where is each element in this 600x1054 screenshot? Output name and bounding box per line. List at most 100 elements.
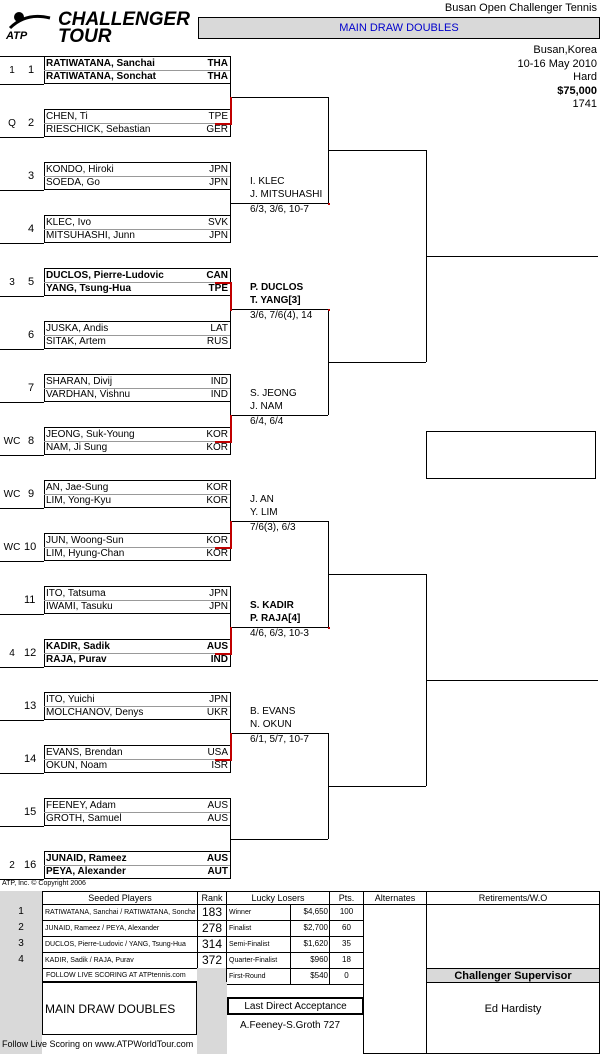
last-direct-box: Last Direct Acceptance	[227, 997, 364, 1015]
draw-position: 6	[28, 329, 35, 341]
logo-atp: ATP	[6, 30, 28, 42]
player-name: DUCLOS, Pierre-Ludovic	[46, 270, 164, 281]
seeded-names: KADIR, Sadik / RAJA, Purav	[45, 957, 134, 964]
player-country: AUS	[206, 853, 228, 864]
player-name: IWAMI, Tasuku	[46, 601, 113, 612]
prize-round: Semi-Finalist	[229, 941, 270, 948]
tournament-name: Busan Open Challenger Tennis	[444, 2, 597, 14]
draw-position: 14	[24, 753, 37, 765]
player-name: RATIWATANA, Sonchat	[46, 71, 156, 82]
entry-divider	[44, 600, 230, 601]
row-separator	[0, 402, 44, 403]
player-country: KOR	[206, 548, 228, 559]
winner-path	[215, 282, 230, 284]
seed-number: 1	[18, 906, 24, 917]
player-name: ITO, Yuichi	[46, 694, 95, 705]
draw-position: 10	[24, 541, 37, 553]
round2-player: J. AN	[250, 494, 274, 505]
player-name: KLEC, Ivo	[46, 217, 92, 228]
footer-draw-label: MAIN DRAW DOUBLES	[45, 1002, 176, 1016]
supervisor-box: Ed Hardisty	[426, 982, 600, 1054]
bracket-line	[230, 494, 231, 547]
player-country: AUS	[206, 641, 228, 652]
bracket-line	[230, 176, 231, 229]
logo-tour: TOUR	[58, 26, 112, 47]
supervisor-name: Ed Hardisty	[484, 1003, 542, 1015]
round2-score: 4/6, 6/3, 10-3	[250, 628, 309, 639]
round2-score: 6/3, 3/6, 10-7	[250, 204, 309, 215]
round2-player: T. YANG[3]	[250, 295, 301, 306]
round2-player: J. NAM	[250, 401, 283, 412]
seeded-rank: 314	[201, 937, 223, 951]
bracket-line	[230, 521, 328, 522]
player-name: LIM, Yong-Kyu	[46, 495, 112, 506]
player-country: THA	[207, 58, 228, 69]
location: Busan,Korea	[533, 44, 597, 56]
prize-money: $4,650	[303, 907, 328, 916]
draw-position: 4	[28, 223, 35, 235]
entry-divider	[44, 759, 230, 760]
player-country: IND	[210, 389, 228, 400]
player-country: IND	[210, 654, 228, 665]
player-country: LAT	[210, 323, 228, 334]
prize-money: $960	[310, 955, 328, 964]
bracket-line	[230, 203, 328, 204]
player-name: RAJA, Purav	[46, 654, 107, 665]
prize-money: $1,620	[303, 939, 328, 948]
entry-divider	[44, 282, 230, 283]
row-separator	[0, 455, 44, 456]
winner-path	[230, 521, 232, 549]
player-name: KONDO, Hiroki	[46, 164, 114, 175]
winner-path	[215, 547, 230, 549]
row-separator	[0, 296, 44, 297]
rank-header: Rank	[201, 893, 223, 903]
entry-divider	[44, 441, 230, 442]
row-separator	[0, 508, 44, 509]
player-name: MOLCHANOV, Denys	[46, 707, 144, 718]
seeded-rank: 183	[201, 905, 223, 919]
round2-score: 3/6, 7/6(4), 14	[250, 310, 313, 321]
player-country: JPN	[209, 164, 228, 175]
copyright: ATP, Inc. © Copyright 2006	[2, 880, 86, 887]
bracket-line	[230, 627, 328, 628]
seed-label: 2	[9, 860, 15, 871]
row-separator	[0, 667, 44, 668]
player-name: SHARAN, Divij	[46, 376, 113, 387]
prize-money: $2,700	[303, 923, 328, 932]
entry-divider	[44, 388, 230, 389]
lucky-losers-header: Lucky Losers	[251, 893, 305, 903]
player-name: FEENEY, Adam	[46, 800, 116, 811]
alternates-header: Alternates	[374, 893, 416, 903]
bracket-line	[328, 574, 426, 575]
round2-player: N. OKUN	[250, 719, 292, 730]
player-name: PEYA, Alexander	[46, 866, 126, 877]
player-country: KOR	[206, 429, 228, 440]
winner-path	[230, 282, 232, 311]
round2-player: I. KLEC	[250, 176, 285, 187]
player-country: SVK	[207, 217, 228, 228]
draw-position: 15	[24, 806, 37, 818]
entry-divider	[44, 653, 230, 654]
entry-divider	[44, 335, 230, 336]
draw-position: 11	[24, 594, 36, 606]
seed-label: WC	[3, 489, 21, 500]
prize-round: Winner	[229, 909, 252, 916]
player-name: JUSKA, Andis	[46, 323, 109, 334]
bracket-line	[426, 680, 598, 681]
entry-divider	[44, 229, 230, 230]
prize-pts: 35	[342, 939, 351, 948]
pts-header: Pts.	[338, 893, 355, 903]
player-name: MITSUHASHI, Junn	[46, 230, 135, 241]
seeded-names: DUCLOS, Pierre-Ludovic / YANG, Tsung-Hua	[45, 941, 186, 948]
player-name: JUNAID, Rameez	[46, 853, 127, 864]
entry-divider	[44, 494, 230, 495]
entry-divider	[44, 123, 230, 124]
bracket-line	[328, 150, 426, 151]
seeded-names: JUNAID, Rameez / PEYA, Alexander	[45, 925, 160, 932]
player-name: OKUN, Noam	[46, 760, 108, 771]
draw-position: 3	[28, 170, 35, 182]
player-country: JPN	[209, 177, 228, 188]
seed-label: Q	[8, 118, 16, 129]
row-separator	[0, 137, 44, 138]
winner-path	[328, 309, 330, 311]
